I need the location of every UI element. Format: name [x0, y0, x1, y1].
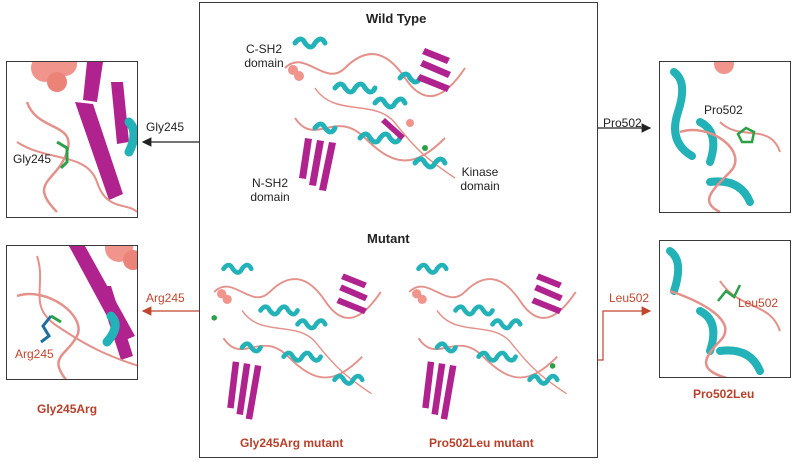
wild-type-title: Wild Type: [366, 11, 427, 26]
arg245-mut-residue-label: Arg245: [15, 347, 54, 361]
leu502-mut-residue-label: Leu502: [738, 296, 779, 310]
c-sh2-domain-label: C-SH2 domain: [244, 42, 284, 70]
n-sh2-domain-label: N-SH2 domain: [250, 176, 290, 204]
leu502-mut-arrow-label: Leu502: [609, 291, 650, 305]
pro502-wt-arrow-label: Pro502: [603, 116, 642, 130]
gly245arg-mutant-caption: Gly245Arg mutant: [240, 436, 344, 450]
gly245-wt-residue-label: Gly245: [13, 152, 52, 166]
leu502-mut-zoom-panel: Leu502: [659, 240, 791, 378]
gly245arg-mutant-protein: [211, 262, 382, 420]
gly245-wt-arrow-label: Gly245: [146, 120, 185, 134]
gly245-wt-zoom-panel: Gly245: [6, 61, 138, 218]
pro502leu-mutant-caption: Pro502Leu mutant: [429, 436, 534, 450]
pro502-wt-zoom-panel: Pro502: [659, 61, 791, 213]
pro502leu-caption: Pro502Leu: [693, 387, 755, 401]
gly245-wt-structure: [16, 62, 137, 213]
leu502-mut-structure: [666, 247, 781, 377]
center-panel: Wild Type C-SH2 domain N-SH2 domain Kina…: [199, 2, 598, 458]
pro502leu-mutant-protein: [408, 262, 577, 420]
mutant-title: Mutant: [367, 231, 410, 246]
wild-type-protein: [284, 36, 466, 191]
pro502-wt-structure: [670, 62, 781, 212]
pro502-wt-residue-label: Pro502: [704, 103, 743, 117]
kinase-domain-label: Kinase domain: [460, 165, 500, 193]
arg245-mut-arrow-label: Arg245: [146, 291, 185, 305]
arg245-mut-structure: [16, 246, 137, 379]
arg245-mut-zoom-panel: Arg245: [6, 245, 138, 380]
gly245arg-caption: Gly245Arg: [37, 402, 98, 416]
